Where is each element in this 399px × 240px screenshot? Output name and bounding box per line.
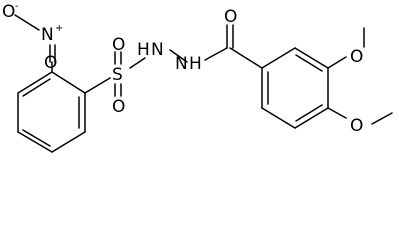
atom-h-nh-1: H	[137, 40, 150, 60]
bond-o4-ch3	[371, 112, 393, 125]
bond-ring2-o4	[327, 107, 347, 119]
atom-o-carbonyl: O	[224, 7, 237, 27]
atom-n-nitro: N	[41, 25, 54, 45]
bond-ring1-d	[17, 131, 53, 153]
atom-h-nh-2: H	[189, 54, 202, 74]
bond-c-ring2	[229, 47, 263, 69]
atom-o-sulfonyl-top: O	[112, 35, 125, 55]
bond-lines	[14, 14, 393, 153]
atom-n-hydrazide-2: N	[175, 54, 188, 74]
bond-ring1-a	[51, 71, 86, 94]
atom-s-sulfonyl: S	[112, 65, 123, 85]
charge-plus: +	[55, 23, 63, 34]
chemical-structure-diagram: O - N + O S O O H N N H O O O	[2, 1, 393, 153]
bond-n1-n2	[169, 49, 188, 63]
bond-n2-c	[204, 47, 228, 61]
atom-labels: O - N + O S O O H N N H O O O	[2, 1, 363, 136]
atom-n-hydrazide-1: N	[151, 40, 164, 60]
bond-ring1-d-inner	[22, 129, 51, 147]
atom-o-methoxy-3: O	[350, 47, 363, 67]
bond-ring1-f	[17, 71, 53, 94]
bond-s-n1	[129, 57, 146, 69]
bond-ring2-b	[294, 47, 329, 69]
charge-minus: -	[15, 1, 19, 12]
bond-ring1-c	[51, 131, 86, 153]
atom-o-nitro-double: O	[44, 53, 57, 73]
bond-ring2-d	[294, 107, 329, 129]
bond-ring1-s	[84, 77, 111, 94]
atom-o-methoxy-4: O	[350, 116, 363, 136]
atom-o-sulfonyl-bottom: O	[112, 97, 125, 117]
bond-o-minus-n	[14, 14, 40, 31]
bond-ring2-a	[261, 47, 296, 69]
atom-o-nitro-minus: O	[2, 2, 15, 22]
bond-ring2-d-inner	[295, 104, 323, 122]
bond-ring2-e	[261, 107, 296, 129]
bond-ring2-o3	[327, 56, 347, 69]
bond-ring1-f-inner	[22, 78, 51, 97]
bond-ring2-b-inner	[295, 54, 323, 72]
